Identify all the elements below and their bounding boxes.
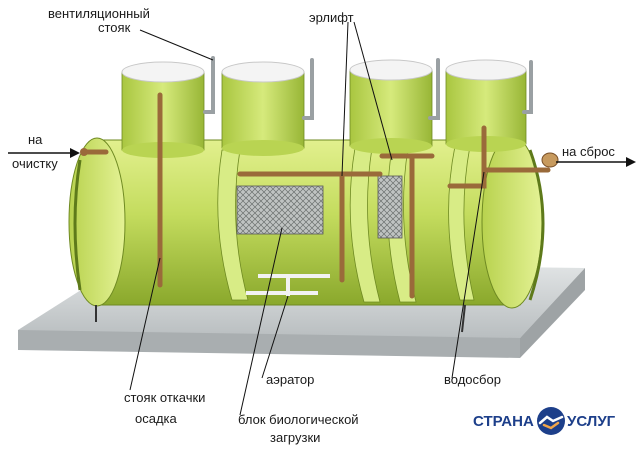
vent-pipes [203,56,533,120]
riser-1 [121,61,205,158]
brown-pipes [81,92,551,299]
label-water-intake: водосбор [444,372,501,387]
brand-logo: СТРАНА УСЛУГ [473,407,616,435]
risers [121,59,527,158]
label-sludge-line1: стояк откачки [124,390,205,405]
label-bio-line2: загрузки [270,430,320,445]
riser-4 [445,59,527,152]
handshake-icon [537,407,565,435]
leader-lines [129,21,485,416]
inlet-arrow [8,148,80,158]
label-airlift: эрлифт [309,10,354,25]
logo-left-word: СТРАНА [473,413,534,430]
label-bio-line1: блок биологической [238,412,359,427]
inlet-pipe-end [80,148,88,156]
label-aerator: аэратор [266,372,314,387]
riser-3 [349,59,433,154]
riser-2 [221,61,305,156]
label-vent-line1: вентиляционный [48,6,150,21]
bio-load-blocks [236,175,403,239]
outlet-arrow [556,157,636,167]
label-sludge-line2: осадка [135,411,178,426]
label-outlet: на сброс [562,144,615,159]
logo-right-word: УСЛУГ [567,413,616,430]
label-vent-line2: стояк [98,20,131,35]
aerator-tubes [246,274,330,296]
label-inlet-line2: очистку [12,156,58,171]
outlet-pipe-end [541,152,559,168]
label-inlet-line1: на [28,132,43,147]
